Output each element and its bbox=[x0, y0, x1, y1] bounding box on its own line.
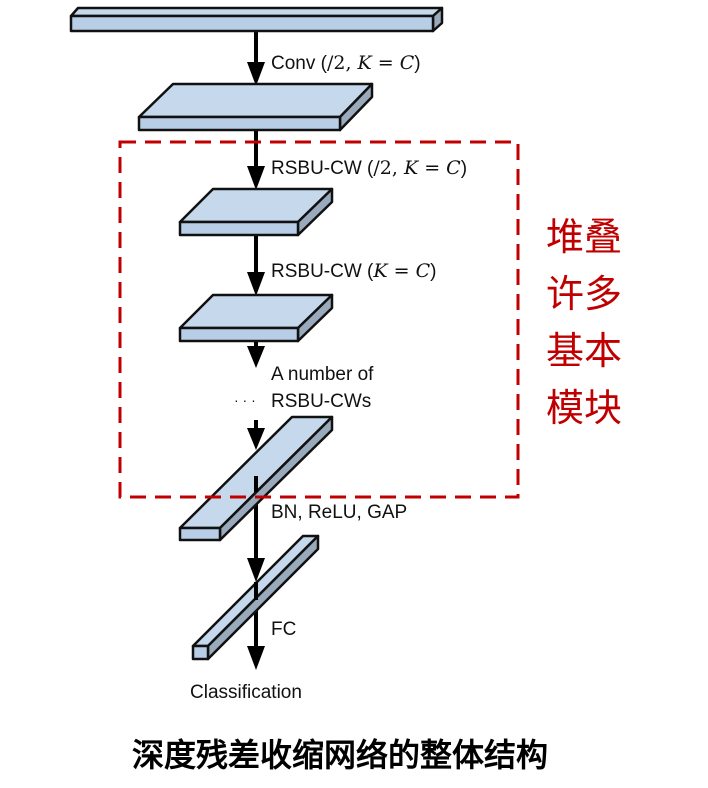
conv-output-slab bbox=[137, 82, 374, 132]
rsbu-1-output-slab bbox=[178, 187, 334, 237]
step-label-rsbu-downsample: RSBU-CW (/2, K = C) bbox=[271, 157, 467, 179]
diagram-title: 深度残差收缩网络的整体结构 bbox=[132, 736, 548, 774]
step-label-rsbu: RSBU-CW (K = C) bbox=[271, 260, 436, 282]
highlight-label-line-1: 堆叠 bbox=[546, 215, 622, 259]
highlight-box bbox=[118, 140, 520, 499]
step-label-many-line1: A number of bbox=[271, 364, 374, 385]
arrow-rsbu-2 bbox=[247, 236, 265, 296]
arrow-rsbu-1 bbox=[247, 131, 265, 190]
rsbu-n-output-slab bbox=[178, 415, 334, 542]
highlight-label-line-4: 模块 bbox=[546, 386, 622, 430]
highlight-label-line-2: 许多 bbox=[546, 272, 622, 316]
arrow-rsbu-n-bottom bbox=[247, 420, 265, 450]
step-label-fc: FC bbox=[271, 619, 296, 640]
input-slab bbox=[69, 6, 444, 33]
arrow-rsbu-n-top bbox=[247, 342, 265, 368]
step-label-many-line2: RSBU-CWs bbox=[271, 391, 371, 412]
feature-map-slabs bbox=[69, 6, 444, 661]
highlight-label-line-3: 基本 bbox=[546, 329, 622, 373]
step-label-gap: BN, ReLU, GAP bbox=[271, 502, 407, 523]
step-label-conv: Conv (/2, K = C) bbox=[271, 52, 421, 74]
output-label: Classification bbox=[190, 682, 302, 703]
arrow-conv bbox=[247, 31, 265, 86]
ellipsis: · · · bbox=[234, 392, 256, 408]
rsbu-2-output-slab bbox=[178, 293, 334, 343]
